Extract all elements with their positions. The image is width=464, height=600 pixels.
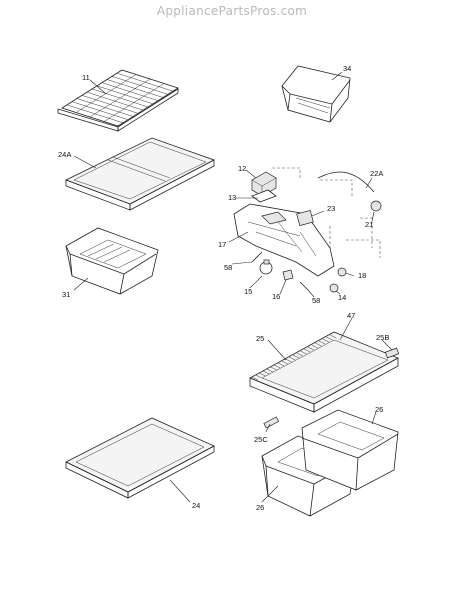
part-label[interactable]: 47 — [347, 311, 356, 320]
part-label[interactable]: 15 — [244, 287, 253, 296]
part-label[interactable]: 34 — [343, 64, 352, 73]
cover-frame-25[interactable] — [251, 334, 337, 381]
control-housing-assembly — [272, 167, 381, 258]
part-label[interactable]: 12 — [238, 164, 247, 173]
knob-18[interactable] — [337, 267, 347, 277]
glass-shelf-24[interactable] — [65, 417, 215, 499]
part-label[interactable]: 26 — [375, 405, 384, 414]
part-label[interactable]: 17 — [218, 240, 227, 249]
part-label[interactable]: 26 — [256, 503, 265, 512]
part-label[interactable]: 16 — [272, 292, 281, 301]
knob-14[interactable] — [329, 283, 339, 293]
bracket-13[interactable] — [251, 189, 277, 203]
crisper-drawer-31[interactable] — [65, 227, 159, 295]
leader-lines — [73, 71, 393, 503]
part-label[interactable]: 21 — [365, 220, 374, 229]
control-housing-17[interactable] — [233, 203, 335, 277]
light-socket-16[interactable] — [282, 269, 294, 281]
part-label[interactable]: 58 — [224, 263, 233, 272]
glass-shelf-24a[interactable] — [64, 137, 215, 211]
part-label[interactable]: 31 — [62, 290, 71, 299]
thermostat-23[interactable] — [296, 209, 314, 227]
cover-bracket-25b[interactable] — [384, 347, 400, 359]
crisper-cover-47[interactable] — [249, 331, 399, 413]
part-label[interactable]: 25 — [256, 334, 265, 343]
screw-58[interactable] — [299, 281, 309, 291]
cover-bracket-25c[interactable] — [263, 416, 280, 429]
light-bulb-15[interactable] — [259, 259, 273, 275]
part-label[interactable]: 22A — [370, 169, 384, 178]
part-label[interactable]: 24A — [58, 150, 72, 159]
part-label[interactable]: 25B — [376, 333, 390, 342]
watermark-text: AppliancePartsPros.com — [156, 4, 308, 18]
part-label[interactable]: 23 — [327, 204, 336, 213]
door-bin-34[interactable] — [281, 65, 351, 123]
part-label[interactable]: 18 — [358, 271, 367, 280]
part-label[interactable]: 24 — [192, 501, 201, 510]
part-label[interactable]: 25C — [254, 435, 268, 444]
part-label[interactable]: 13 — [228, 193, 237, 202]
clip-21[interactable] — [370, 200, 382, 212]
part-label[interactable]: 14 — [338, 293, 347, 302]
crisper-drawer-26[interactable] — [301, 409, 399, 491]
part-label[interactable]: 58 — [312, 296, 321, 305]
screw-58[interactable] — [251, 251, 263, 263]
wire-shelf-11[interactable] — [57, 69, 179, 132]
part-label[interactable]: 11 — [82, 73, 90, 82]
